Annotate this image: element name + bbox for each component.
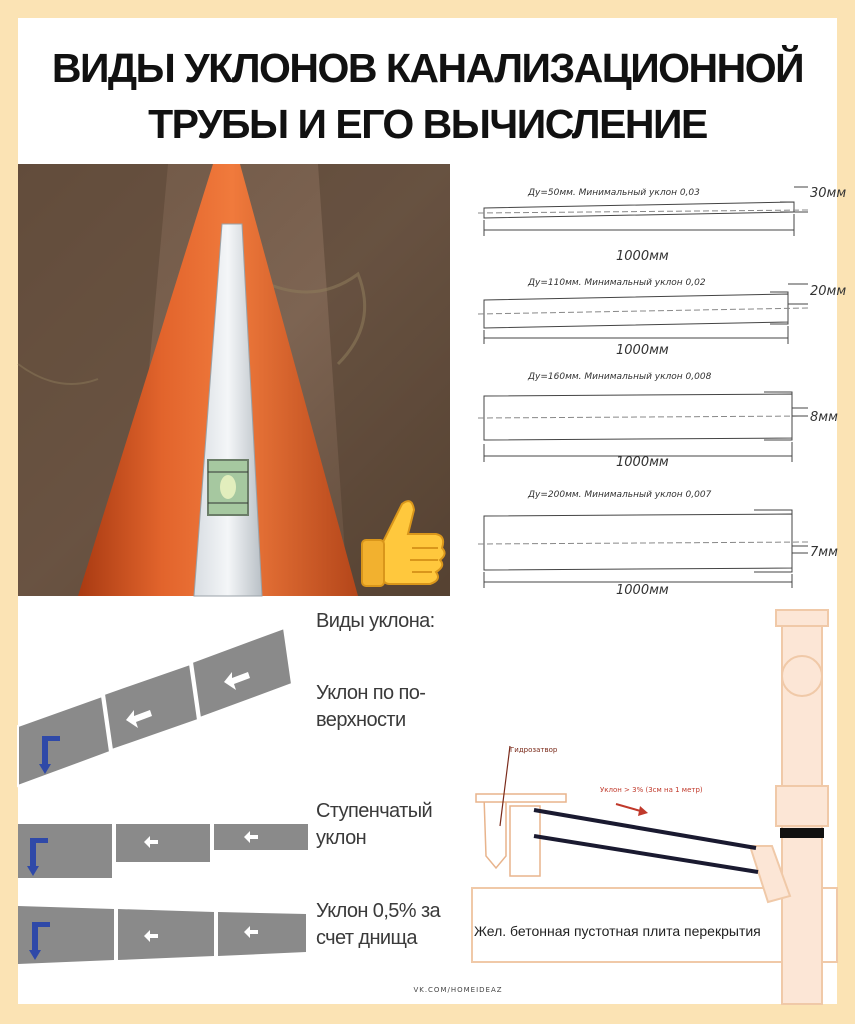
pipe-caption: Ду=110мм. Минимальный уклон 0,02 xyxy=(527,278,706,288)
slab-label: Жел. бетонная пустотная плита перекрытия xyxy=(474,923,761,939)
slope-type-1-line1: Уклон по по- xyxy=(316,682,426,704)
pipe-length: 1000мм xyxy=(616,455,669,470)
slope-type-1-line2: верхности xyxy=(316,709,406,731)
pipe-length: 1000мм xyxy=(616,343,669,358)
title-line-2: ТРУБЫ И ЕГО ВЫЧИСЛЕНИЕ xyxy=(148,101,708,147)
pipe-drop: 8мм xyxy=(810,410,838,425)
pipe-caption: Ду=200мм. Минимальный уклон 0,007 xyxy=(527,490,712,500)
pipe-caption: Ду=50мм. Минимальный уклон 0,03 xyxy=(527,188,700,198)
floor-drain-diagram: Гидрозатвор Уклон > 3% (3см на 1 метр) Ж… xyxy=(471,609,838,1005)
pipe-drop: 30мм xyxy=(810,186,846,201)
pipe-drop: 7мм xyxy=(810,545,838,560)
slope-percent-label: Уклон > 3% (3см на 1 метр) xyxy=(600,786,703,794)
pipe-row-50: Ду=50мм. Минимальный уклон 0,03 30мм 100… xyxy=(477,186,846,264)
pipe-drop: 20мм xyxy=(810,284,846,299)
footer-credit: VK.COM/HOMEIDEAZ xyxy=(413,986,503,994)
slope-type-2-line2: уклон xyxy=(316,827,367,849)
pipe-length: 1000мм xyxy=(616,249,669,264)
pipe-row-110: Ду=110мм. Минимальный уклон 0,02 20мм 10… xyxy=(477,278,846,358)
pipe-caption: Ду=160мм. Минимальный уклон 0,008 xyxy=(527,372,712,382)
slope-type-1: Уклон по по- верхности xyxy=(316,680,456,734)
slope-row-stepped xyxy=(18,824,308,878)
title-line-1: ВИДЫ УКЛОНОВ КАНАЛИЗАЦИОННОЙ xyxy=(51,45,805,91)
slope-type-2-line1: Ступенчатый xyxy=(316,800,433,822)
pipe-row-200: Ду=200мм. Минимальный уклон 0,007 7мм 10… xyxy=(477,490,838,598)
pipe-level-photo xyxy=(17,164,450,597)
slope-type-3: Уклон 0,5% за счет днища xyxy=(316,898,456,952)
thumbs-up-icon xyxy=(361,500,446,587)
slope-type-3-line2: счет днища xyxy=(316,927,417,949)
slope-row-bottom xyxy=(18,906,306,964)
slope-types-heading: Виды уклона: xyxy=(316,610,435,632)
pipe-length: 1000мм xyxy=(616,583,669,598)
slope-type-2: Ступенчатый уклон xyxy=(316,798,456,852)
pipe-slope-diagram: Ду=50мм. Минимальный уклон 0,03 30мм 100… xyxy=(477,186,846,598)
slope-type-3-line1: Уклон 0,5% за xyxy=(316,900,441,922)
trap-label: Гидрозатвор xyxy=(510,746,558,754)
page-title: ВИДЫ УКЛОНОВ КАНАЛИЗАЦИОННОЙ ТРУБЫ И ЕГО… xyxy=(18,40,837,152)
slope-types-diagram xyxy=(17,626,308,964)
poster-card: ВИДЫ УКЛОНОВ КАНАЛИЗАЦИОННОЙ ТРУБЫ И ЕГО… xyxy=(17,18,846,1005)
slope-row-surface xyxy=(17,626,294,788)
pipe-row-160: Ду=160мм. Минимальный уклон 0,008 8мм 10… xyxy=(477,372,838,470)
